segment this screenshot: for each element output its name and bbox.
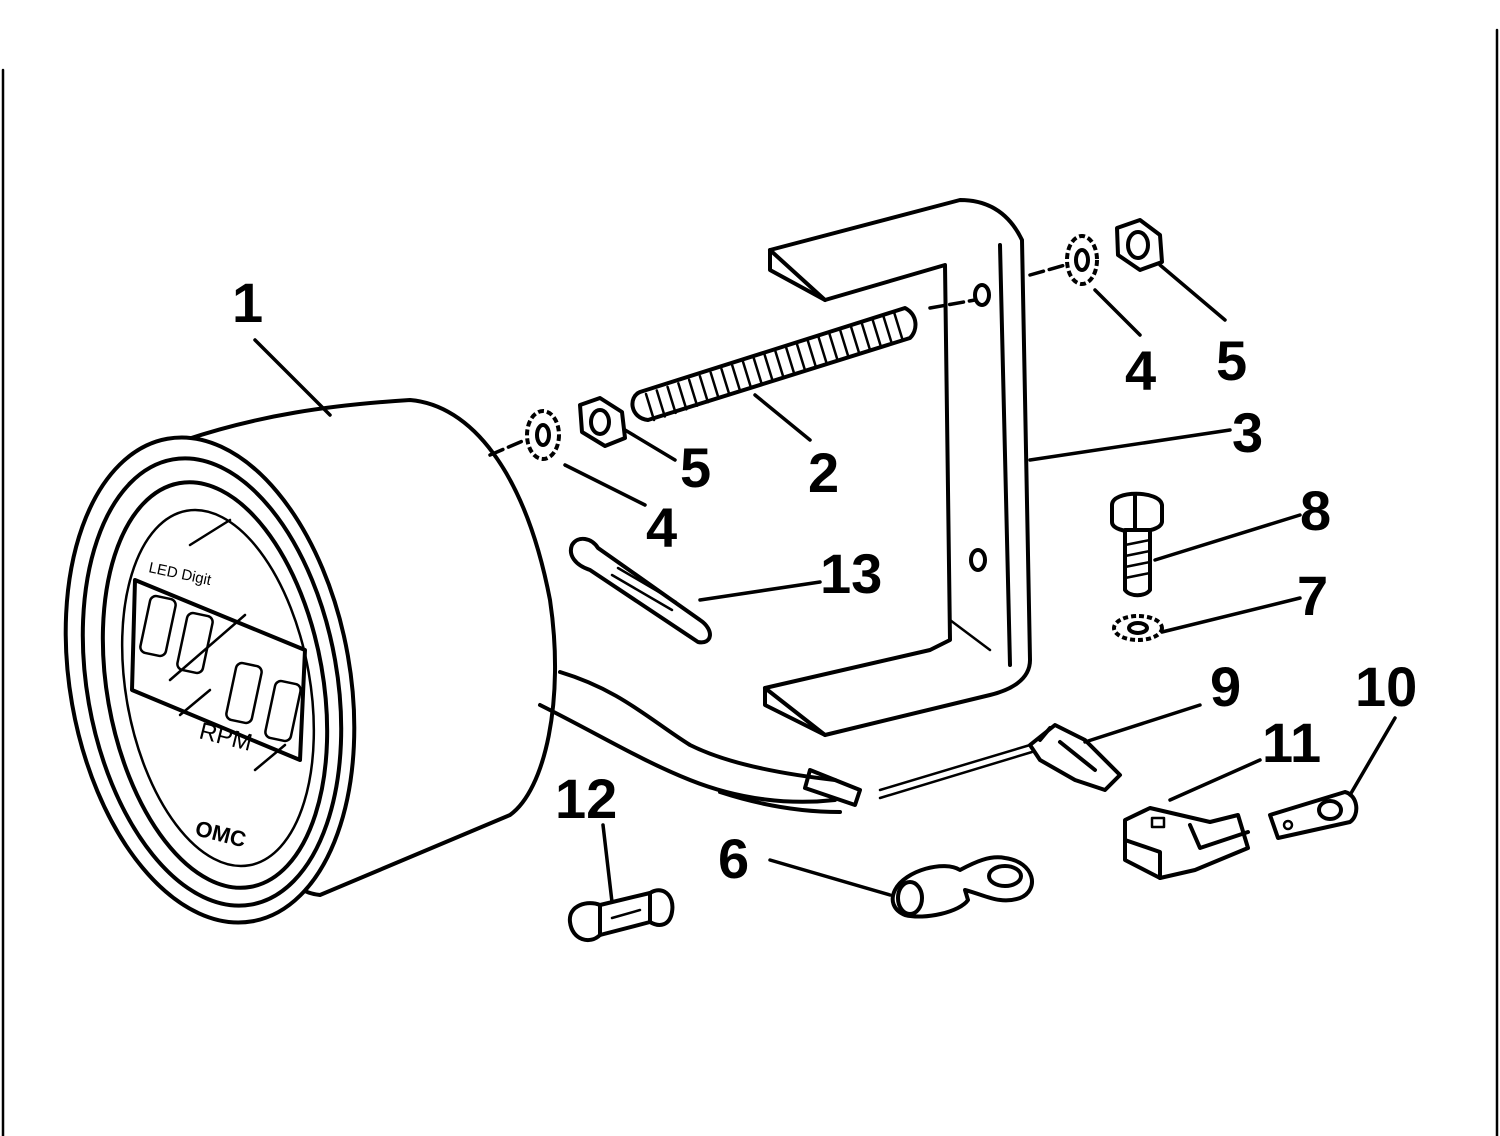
stud-thread (709, 371, 720, 400)
stud-thread (838, 328, 850, 358)
spade-terminal (1028, 723, 1122, 792)
stud-thread (881, 314, 893, 343)
threaded-stud (630, 306, 918, 422)
hex-nut-right (1115, 218, 1164, 272)
stud-thread (698, 374, 710, 404)
callout-5-right: 5 (1216, 329, 1247, 392)
stud-thread (687, 378, 699, 407)
stud-thread (741, 360, 753, 390)
callout-4-right: 4 (1125, 339, 1156, 402)
stud-thread (666, 385, 677, 415)
tachometer-gauge: LED Digit RPM OMC (63, 398, 557, 925)
mounting-bracket (763, 198, 1032, 737)
wire-harness (538, 670, 1034, 814)
hex-nut-left (578, 396, 627, 448)
callout-6: 6 (718, 827, 749, 890)
stud-thread (795, 342, 807, 372)
callout-10: 10 (1355, 655, 1417, 718)
stud-thread (860, 321, 871, 350)
callout-4-left: 4 (646, 496, 677, 559)
leader-lines (253, 263, 1397, 904)
lock-washer-left (525, 409, 561, 461)
lock-washer-right (1065, 234, 1099, 286)
led-digits (139, 594, 302, 743)
stud-thread (774, 349, 785, 379)
stud-thread (752, 357, 764, 386)
callout-12: 12 (555, 767, 617, 830)
connector-pin (569, 536, 712, 645)
stud-thread (720, 367, 731, 397)
callout-8: 8 (1300, 479, 1331, 542)
stud-thread (871, 317, 882, 347)
stud-thread (849, 325, 861, 354)
stud-thread (655, 389, 667, 418)
stud-thread (828, 332, 839, 361)
screw (1110, 491, 1164, 598)
page-frame (1, 28, 1499, 1136)
stud-thread (677, 382, 688, 411)
callout-11: 11 (1262, 711, 1321, 774)
callout-9: 9 (1210, 655, 1241, 718)
stud-thread (806, 339, 817, 368)
callout-7: 7 (1297, 564, 1328, 627)
callout-2: 2 (808, 441, 839, 504)
callout-5-left: 5 (680, 436, 711, 499)
stud-thread (784, 346, 796, 375)
stud-thread (817, 335, 828, 365)
callout-1: 1 (232, 271, 263, 334)
stud-thread (763, 353, 774, 383)
stud-thread (644, 392, 656, 422)
terminal-clip (1123, 806, 1250, 880)
fuse (567, 888, 675, 943)
stud-thread (731, 364, 742, 393)
callout-numbers: 1 2 3 4 4 5 5 6 7 8 9 10 11 12 13 (232, 271, 1417, 890)
ring-terminal-tab (1268, 790, 1359, 840)
stud-thread (892, 310, 904, 340)
callout-13: 13 (820, 542, 882, 605)
ring-crimp-terminal (890, 855, 1034, 919)
star-washer (1112, 614, 1164, 642)
callout-3: 3 (1232, 401, 1263, 464)
